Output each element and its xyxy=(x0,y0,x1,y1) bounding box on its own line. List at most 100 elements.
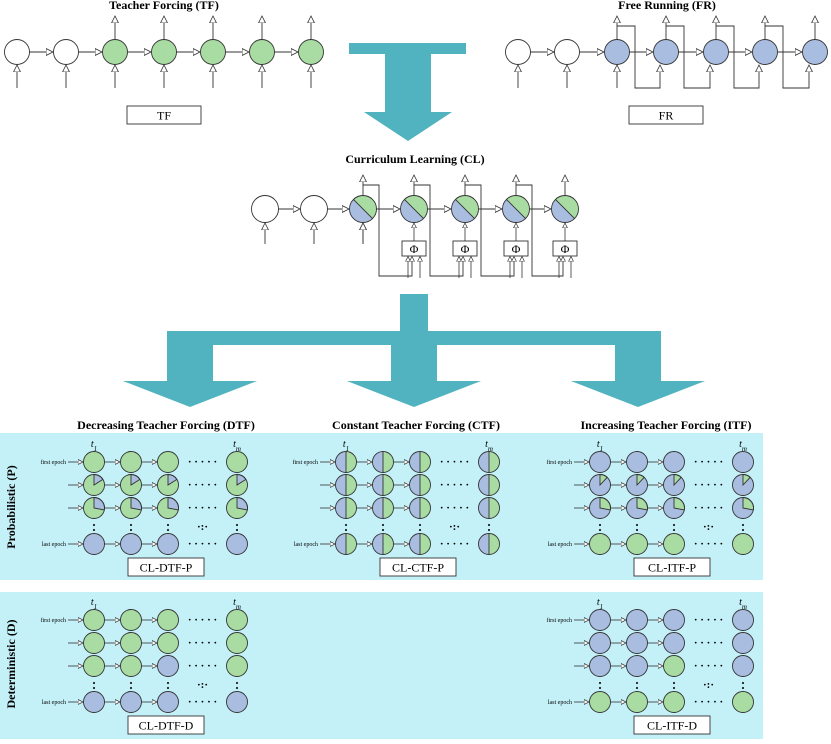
phi-symbol: Φ xyxy=(410,242,419,256)
svg-text:FR: FR xyxy=(659,109,674,123)
node-outline xyxy=(120,497,142,519)
split-node xyxy=(478,474,500,496)
row-ellipsis: · · · · · xyxy=(694,696,723,708)
vertical-dot xyxy=(635,528,639,532)
tf-green-node xyxy=(249,39,275,65)
feedback-line xyxy=(716,25,759,89)
node-right-half xyxy=(420,451,431,473)
t-first-subscript: 1 xyxy=(94,445,98,453)
t-first-label: t1 xyxy=(91,439,97,453)
tf-green-node xyxy=(298,39,324,65)
first-epoch-label: first epoch xyxy=(547,617,573,624)
cl-itf-p-label-box: CL-ITF-P xyxy=(633,557,711,577)
blue-node xyxy=(732,609,754,631)
vertical-dot xyxy=(741,523,745,527)
blue-node xyxy=(120,533,142,555)
dtf-title: Decreasing Teacher Forcing (DTF) xyxy=(77,418,255,432)
node-divider xyxy=(506,199,526,219)
green-node xyxy=(589,533,611,555)
t-first-subscript: 1 xyxy=(600,603,604,611)
last-epoch-label: last epoch xyxy=(42,700,66,706)
vertical-dot xyxy=(381,528,385,532)
node-left-half xyxy=(478,474,489,496)
vertical-dot xyxy=(129,686,133,690)
node-outline xyxy=(409,451,431,473)
node-left-half xyxy=(409,451,420,473)
blue-node xyxy=(663,632,685,654)
vertical-dot xyxy=(598,528,602,532)
row-ellipsis: · · · · · xyxy=(440,502,469,514)
feedback-line xyxy=(363,184,412,277)
green-node xyxy=(157,609,179,631)
node-outline xyxy=(83,474,105,496)
split-node xyxy=(409,533,431,555)
row-ellipsis: · · · · · xyxy=(188,614,217,626)
node-outline xyxy=(626,497,648,519)
node-outline xyxy=(409,497,431,519)
svg-text:CL-ITF-P: CL-ITF-P xyxy=(648,561,696,575)
itf-title: Increasing Teacher Forcing (ITF) xyxy=(581,418,752,432)
vertical-dot xyxy=(487,528,491,532)
green-node xyxy=(120,451,142,473)
svg-text:TF: TF xyxy=(157,109,171,123)
node-right-half xyxy=(489,497,500,519)
node-outline xyxy=(626,474,648,496)
t-last-subscript: m xyxy=(236,603,241,611)
node-outline xyxy=(120,474,142,496)
green-node xyxy=(120,632,142,654)
green-node xyxy=(226,609,248,631)
node-outline xyxy=(589,497,611,519)
node-outline xyxy=(372,533,394,555)
node-outline xyxy=(478,497,500,519)
node-outline xyxy=(732,497,754,519)
fr-blue-node xyxy=(604,39,630,65)
t-first-subscript: 1 xyxy=(346,445,350,453)
pie-node xyxy=(663,474,685,496)
blue-node xyxy=(226,533,248,555)
svg-text:CL-DTF-P: CL-DTF-P xyxy=(140,561,193,575)
node-outline xyxy=(732,474,754,496)
green-node xyxy=(226,451,248,473)
vertical-dot xyxy=(741,681,745,685)
fr-blue-node xyxy=(802,39,828,65)
vertical-dot xyxy=(344,528,348,532)
last-epoch-label: last epoch xyxy=(294,542,318,548)
row-ellipsis: · · · · · xyxy=(694,614,723,626)
node-divider xyxy=(555,199,575,219)
row-ellipsis: · · · · · xyxy=(694,637,723,649)
vertical-dot xyxy=(635,681,639,685)
vertical-dot xyxy=(381,523,385,527)
vertical-dot xyxy=(92,528,96,532)
node-right-half xyxy=(346,451,357,473)
feedback-line xyxy=(666,25,710,89)
blue-node xyxy=(83,691,105,713)
blue-node xyxy=(157,533,179,555)
split-node xyxy=(335,474,357,496)
cl-dtf-p-label-box: CL-DTF-P xyxy=(127,557,205,577)
node-left-half xyxy=(478,497,489,519)
node-left-half xyxy=(335,497,346,519)
node-outline xyxy=(335,533,357,555)
blue-node xyxy=(732,632,754,654)
node-green-part xyxy=(404,195,428,219)
t-last-label: tm xyxy=(739,597,747,611)
first-epoch-label: first epoch xyxy=(293,459,319,466)
row-ellipsis: · · · · · xyxy=(440,538,469,550)
t-first-label: t1 xyxy=(597,597,603,611)
row-ellipsis: · · · · · xyxy=(694,479,723,491)
green-node xyxy=(732,691,754,713)
t-first-label: t1 xyxy=(343,439,349,453)
svg-text:CL-ITF-D: CL-ITF-D xyxy=(647,719,697,733)
vertical-dot xyxy=(129,528,133,532)
fr-label-box: FR xyxy=(628,105,704,125)
cl-white-node xyxy=(251,195,279,223)
pie-node xyxy=(589,474,611,496)
green-node xyxy=(120,655,142,677)
vertical-dot xyxy=(235,528,239,532)
t-first-subscript: 1 xyxy=(94,603,98,611)
node-right-half xyxy=(489,533,500,555)
